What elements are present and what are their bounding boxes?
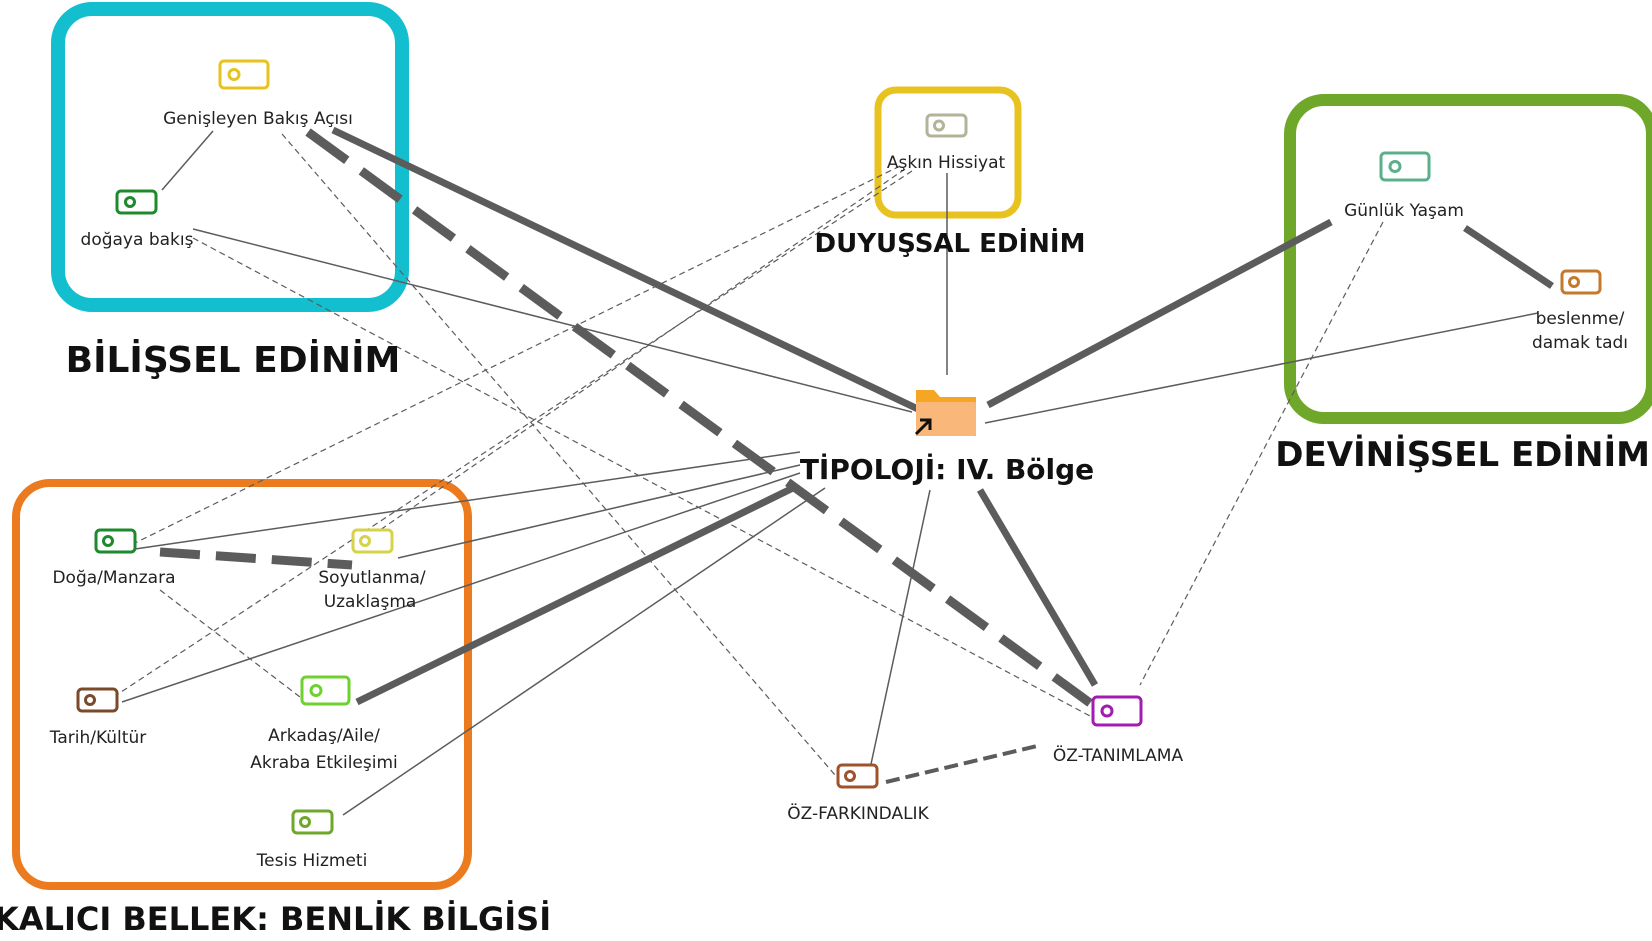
node-beslenme-label-2: damak tadı xyxy=(1532,333,1628,353)
bilissel-group-frame xyxy=(51,2,409,312)
edge-askin-tarih xyxy=(117,170,913,695)
edge-hub-tarih xyxy=(121,472,801,703)
edge-genisleyen-oztanimlama xyxy=(305,128,1093,707)
tag-icon xyxy=(1091,695,1143,727)
tag-icon xyxy=(291,809,334,835)
tag-icon xyxy=(115,189,158,215)
edge-hub-tesis xyxy=(342,487,826,816)
edge-genisleyen-ozfarkindalik xyxy=(281,133,836,776)
tag-icon xyxy=(1560,269,1602,295)
code-icons xyxy=(76,59,1602,835)
edge-hub-oztanimlama xyxy=(976,488,1099,687)
tag-icon xyxy=(76,687,119,713)
edge-gunluk-hub xyxy=(986,218,1333,409)
edge-hub-soyut xyxy=(397,464,801,559)
edge-gunluk-beslenme xyxy=(1463,225,1554,289)
node-soyut-label-2: Uzaklaşma xyxy=(324,592,417,612)
tag-icon xyxy=(300,675,351,706)
tag-icon xyxy=(351,528,394,554)
edge-gunluk-oztanimlama xyxy=(1139,221,1384,686)
duyussal-group-title: DUYUŞSAL EDİNİM xyxy=(815,227,1086,259)
tag-icon xyxy=(94,528,137,554)
kalici-group-title: KALICI BELLEK: BENLİK BİLGİSİ xyxy=(0,900,551,938)
edges xyxy=(117,126,1554,816)
node-dogaya-label: doğaya bakış xyxy=(81,230,194,250)
hub-label: TİPOLOJİ: IV. Bölge xyxy=(800,452,1094,486)
node-gunluk-label: Günlük Yaşam xyxy=(1344,201,1464,221)
edge-genisleyen-hub xyxy=(331,126,922,414)
thin-dashed-edges xyxy=(117,133,1384,776)
edge-doga-soyut xyxy=(159,547,353,570)
edge-askin-doga xyxy=(132,165,901,545)
node-arkadas-label-2: Akraba Etkileşimi xyxy=(250,753,398,773)
shortcut-arrow-icon xyxy=(914,418,932,436)
tag-icon xyxy=(218,59,270,90)
edge-hub-arkadas xyxy=(355,483,797,706)
node-tesis-label: Tesis Hizmeti xyxy=(256,851,368,871)
tag-icon xyxy=(925,113,968,138)
edge-beslenme-hub xyxy=(984,312,1539,424)
edge-hub-ozfarkindalik xyxy=(867,489,931,779)
node-doga-label: Doğa/Manzara xyxy=(52,568,175,588)
bilissel-group-title: BİLİŞSEL EDİNİM xyxy=(66,339,401,381)
tag-icon xyxy=(836,763,879,789)
node-beslenme-label-1: beslenme/ xyxy=(1536,309,1625,329)
edge-dogaya-hub xyxy=(192,228,913,413)
tag-icon xyxy=(1379,151,1431,182)
devinissel-group-frame xyxy=(1284,94,1652,424)
node-tarih-label: Tarih/Kültür xyxy=(49,728,146,748)
duyussal-group-frame xyxy=(874,86,1022,219)
node-soyut-label-1: Soyutlanma/ xyxy=(318,568,426,588)
node-genisleyen-label: Genişleyen Bakış Açısı xyxy=(163,109,353,129)
edge-genisleyen-dogaya xyxy=(161,130,214,191)
folder-icon xyxy=(914,390,976,436)
node-oztanimlama-label: ÖZ-TANIMLAMA xyxy=(1053,744,1184,766)
node-ozfarkindalik-label: ÖZ-FARKINDALIK xyxy=(787,802,929,824)
edge-hub-doga xyxy=(134,451,801,550)
devinissel-group-title: DEVİNİŞSEL EDİNİM xyxy=(1275,434,1650,475)
node-askin-label: Aşkın Hissiyat xyxy=(887,153,1006,173)
node-arkadas-label-1: Arkadaş/Aile/ xyxy=(268,726,380,746)
edge-doga-arkadas xyxy=(159,589,301,698)
kalici-group-frame xyxy=(12,479,472,890)
edge-ozfarkindalik-oztanimlama xyxy=(885,744,1038,784)
